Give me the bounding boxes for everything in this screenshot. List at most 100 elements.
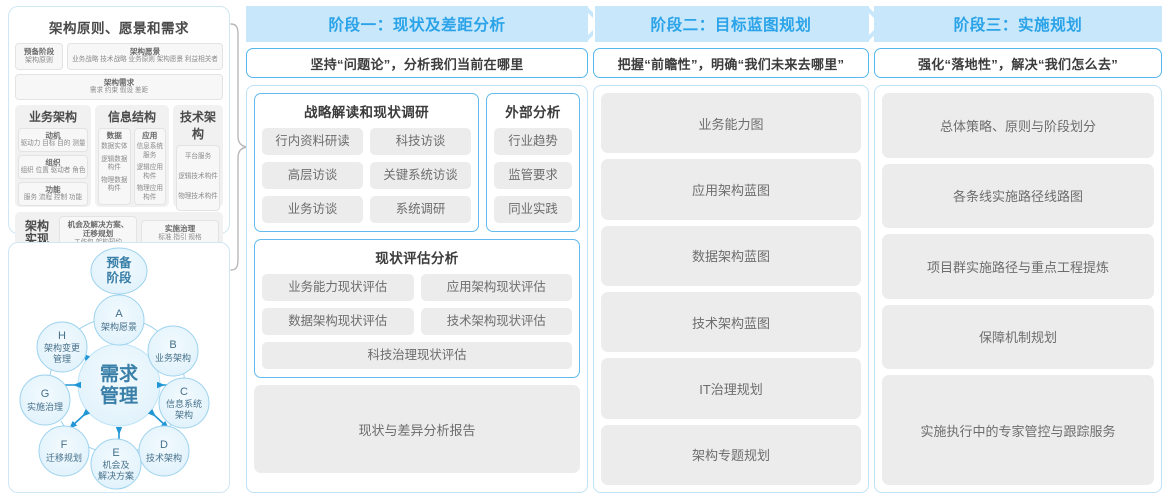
stage-3: 阶段三：实施规划 强化“落地性”，解决“我们怎么去” 总体策略、原则与阶段划分 … (874, 6, 1162, 493)
cycle-node-e-label2: 解决方案 (98, 470, 134, 481)
cycle-node-c-label2: 架构 (175, 409, 193, 420)
chip-assessment-0-0[interactable]: 业务能力现状评估 (262, 274, 414, 301)
togaf-biz-group-0-items: 驱动力 目标 目的 测量 (20, 140, 86, 148)
togaf-realization-box-0-title-l1: 机会及解决方案、 (67, 219, 129, 229)
chevron-right-icon-2 (867, 6, 887, 42)
chip-assessment-1-0[interactable]: 数据架构现状评估 (262, 308, 414, 335)
cycle-center-label-l2: 管理 (100, 384, 138, 407)
togaf-vision-title: 架构愿景 (129, 47, 161, 56)
togaf-biz-group-2: 功能 服务 流程 控制 功能 (18, 181, 88, 206)
chip-external-2[interactable]: 同业实践 (494, 196, 572, 223)
cycle-node-d-key: D (160, 439, 168, 451)
assessment-row-1: 数据架构现状评估 技术架构现状评估 (262, 308, 572, 335)
cycle-node-e-label: 机会及 (102, 459, 129, 470)
card-strategy-research-title: 战略解读和现状调研 (303, 105, 430, 120)
togaf-architecture-columns: 业务架构 动机 驱动力 目标 目的 测量 组织 组织 位置 驱动者 角色 功能 … (15, 104, 223, 211)
chip-stage3-0[interactable]: 总体策略、原则与阶段划分 (882, 93, 1154, 158)
chip-assessment-0-1[interactable]: 应用架构现状评估 (420, 274, 572, 301)
strategy-row-2: 业务访谈 系统调研 (262, 196, 471, 223)
chip-strategy-0-1[interactable]: 科技访谈 (370, 128, 471, 155)
cycle-node-c-key: C (180, 386, 188, 398)
togaf-tech-box: 平台服务 逻辑技术构件 物理技术构件 (176, 144, 220, 211)
chip-stage3-1[interactable]: 各条线实施路径线路图 (882, 163, 1154, 228)
togaf-info-subcolumns: 数据 数据实体 逻辑数据构件 物理数据构件 应用 信息系统服务 逻辑应用构件 物… (98, 127, 166, 206)
chip-stage2-4[interactable]: IT治理规划 (601, 358, 861, 419)
togaf-biz-group-0: 动机 驱动力 目标 目的 测量 (18, 127, 88, 152)
adm-cycle-diagram: 需求 管理 预备 阶段 (19, 247, 210, 490)
togaf-column-business-title: 业务架构 (28, 109, 77, 124)
chip-stage2-1[interactable]: 应用架构蓝图 (601, 159, 861, 220)
chip-stage3-3[interactable]: 保障机制规划 (882, 304, 1154, 369)
chevron-notch-icon-2 (593, 6, 595, 42)
cycle-node-f (38, 425, 90, 477)
chip-strategy-1-0[interactable]: 高层访谈 (262, 162, 363, 189)
chip-strategy-0-0[interactable]: 行内资料研读 (262, 128, 363, 155)
togaf-column-technology-title: 技术架构 (179, 109, 216, 141)
cycle-node-f-key: F (61, 439, 68, 451)
chip-strategy-2-1[interactable]: 系统调研 (370, 196, 471, 223)
stage-2-banner-title: 阶段二：目标蓝图规划 (650, 17, 812, 34)
stage-1-banner[interactable]: 阶段一：现状及差距分析 (246, 6, 606, 42)
togaf-realization-box-1-items: 标准 指引 规格 (158, 233, 202, 241)
cycle-node-b-label: 业务架构 (155, 352, 191, 363)
chip-stage2-3[interactable]: 技术架构蓝图 (601, 291, 861, 353)
stage-2-subtitle: 把握“前瞻性”，明确“我们未来去哪里” (593, 48, 869, 78)
togaf-realization-box-1-title: 实施治理 (164, 224, 196, 234)
togaf-column-information-title: 信息结构 (107, 109, 156, 124)
cycle-node-d (138, 425, 190, 477)
stage-2-body: 业务能力图 应用架构蓝图 数据架构蓝图 技术架构蓝图 IT治理规划 架构专题规划 (593, 85, 869, 493)
chip-stage2-2[interactable]: 数据架构蓝图 (601, 225, 861, 286)
assessment-row-0: 业务能力现状评估 应用架构现状评估 (262, 274, 572, 301)
togaf-info-app-item-2: 物理应用构件 (136, 185, 163, 201)
stage-1-body: 战略解读和现状调研 行内资料研读 科技访谈 高层访谈 关键系统访谈 业务访谈 系… (246, 85, 588, 493)
cycle-center-label-l1: 需求 (100, 362, 139, 385)
togaf-biz-group-2-title: 功能 (45, 184, 61, 194)
togaf-realization-label-l1: 架构 (24, 219, 49, 234)
togaf-info-data-box: 数据 数据实体 逻辑数据构件 物理数据构件 (98, 127, 131, 206)
togaf-prep-box: 预备阶段 架构原则 (15, 43, 63, 70)
togaf-biz-group-2-items: 服务 流程 控制 功能 (23, 194, 83, 202)
chip-strategy-1-1[interactable]: 关键系统访谈 (370, 162, 471, 189)
cycle-center-node (77, 343, 161, 427)
togaf-prep-line1: 预备阶段 (23, 47, 55, 56)
stage-2-banner[interactable]: 阶段二：目标蓝图规划 (593, 6, 887, 42)
card-current-state-assessment-title: 现状评估分析 (375, 251, 459, 266)
chip-stage2-0[interactable]: 业务能力图 (601, 93, 861, 154)
togaf-prep-line2: 架构原则 (25, 57, 53, 65)
cycle-node-g-key: G (41, 388, 50, 400)
chip-stage3-2[interactable]: 项目群实施路径与重点工程提炼 (882, 234, 1154, 299)
cycle-ring-nodes: A 架构愿景 B 业务架构 C 信息系统 架构 D 技术架构 E 机会及 解决方… (19, 294, 210, 490)
cycle-node-e-key: E (112, 447, 119, 459)
togaf-info-data-item-0: 数据实体 (101, 143, 128, 151)
stage-1-top-row: 战略解读和现状调研 行内资料研读 科技访谈 高层访谈 关键系统访谈 业务访谈 系… (254, 93, 580, 232)
card-external-analysis: 外部分析 行业趋势 监管要求 同业实践 (486, 93, 580, 232)
stage-1-report-chip[interactable]: 现状与差异分析报告 (254, 385, 580, 473)
togaf-biz-group-1: 组织 组织 位置 驱动者 角色 (18, 154, 88, 179)
cycle-node-h (36, 321, 88, 373)
chip-external-0[interactable]: 行业趋势 (494, 128, 572, 155)
chip-strategy-2-0[interactable]: 业务访谈 (262, 196, 363, 223)
stage-2: 阶段二：目标蓝图规划 把握“前瞻性”，明确“我们未来去哪里” 业务能力图 应用架… (593, 6, 887, 493)
left-column: 架构原则、愿景和需求 预备阶段 架构原则 架构愿景 业务战略 技术战略 业务原则… (8, 6, 230, 493)
chip-stage2-5[interactable]: 架构专题规划 (601, 424, 861, 485)
cycle-node-prep (90, 247, 148, 295)
chip-assessment-2-0[interactable]: 科技治理现状评估 (262, 342, 572, 369)
cycle-node-a-key: A (115, 308, 123, 320)
chip-external-1[interactable]: 监管要求 (494, 162, 572, 189)
togaf-tech-item-2: 物理技术构件 (178, 193, 218, 201)
stage-3-banner[interactable]: 阶段三：实施规划 (874, 6, 1162, 42)
togaf-info-data-item-2: 物理数据构件 (101, 176, 128, 193)
togaf-panel-title: 架构原则、愿景和需求 (49, 21, 189, 36)
cycle-node-a-label: 架构愿景 (101, 321, 137, 332)
togaf-framework-panel: 架构原则、愿景和需求 预备阶段 架构原则 架构愿景 业务战略 技术战略 业务原则… (8, 6, 230, 256)
cycle-node-h-key: H (58, 330, 66, 342)
stage-3-banner-title: 阶段三：实施规划 (953, 17, 1083, 34)
cycle-node-c (158, 377, 210, 429)
togaf-info-app-item-1: 逻辑应用构件 (136, 164, 163, 180)
chip-assessment-1-1[interactable]: 技术架构现状评估 (420, 308, 572, 335)
togaf-info-app-item-0: 信息系统服务 (136, 143, 163, 159)
chip-stage3-4[interactable]: 实施执行中的专家管控与跟踪服务 (882, 375, 1154, 485)
stage-3-subtitle: 强化“落地性”，解决“我们怎么去” (874, 48, 1162, 78)
stage-1-subtitle: 坚持“问题论”，分析我们当前在哪里 (246, 48, 588, 78)
togaf-vision-box: 架构愿景 业务战略 技术战略 业务原则 架构愿景 利益相关者 (67, 43, 223, 70)
